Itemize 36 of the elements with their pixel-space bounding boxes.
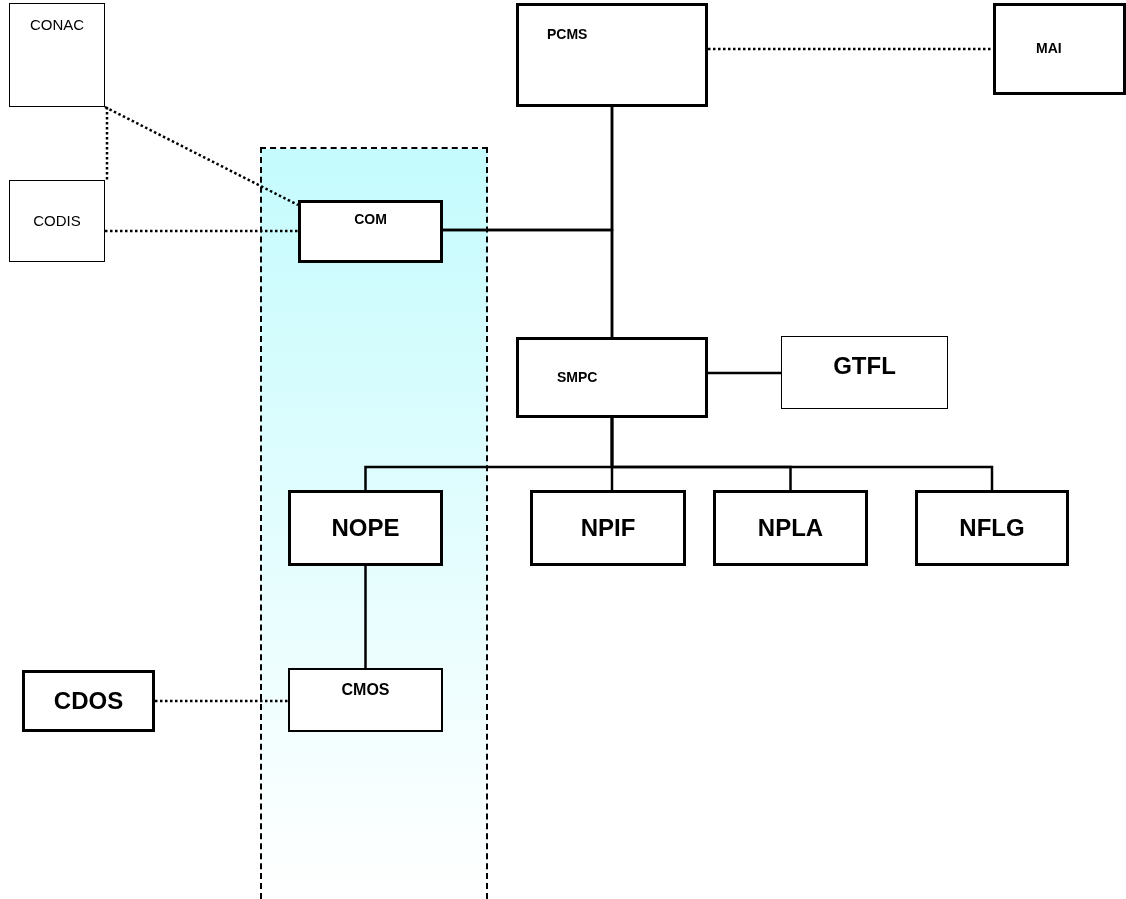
box-label: CDOS (53, 686, 124, 716)
process-box (516, 3, 708, 107)
connector-line (443, 228, 614, 337)
box-label: CONAC (29, 16, 85, 35)
process-box (516, 337, 708, 418)
process-box (993, 3, 1126, 95)
dotted-connector (104, 105, 299, 207)
dotted-connector (105, 107, 109, 180)
process-box (713, 490, 868, 566)
box-label: SMPC (557, 368, 598, 387)
dotted-connector (155, 699, 288, 703)
process-box (9, 180, 105, 262)
process-box (530, 490, 686, 566)
connector-line (708, 371, 781, 375)
process-box (288, 668, 443, 732)
box-label: NFLG (959, 513, 1025, 543)
dotted-connector (708, 47, 993, 51)
process-box (298, 200, 443, 263)
box-label: PCMS (547, 26, 588, 44)
box-label: COM (354, 211, 387, 229)
process-box (9, 3, 105, 107)
process-box (915, 490, 1069, 566)
box-label: GTFL (833, 351, 896, 381)
connector-line (364, 566, 367, 668)
dotted-connector (105, 229, 298, 233)
process-box (22, 670, 155, 732)
box-label: MAI (1036, 40, 1062, 58)
box-label: NPIF (580, 513, 636, 543)
box-label: NPLA (757, 513, 824, 543)
box-label: NOPE (331, 513, 400, 543)
dashed-group-band (260, 147, 488, 899)
connector-line (610, 418, 994, 490)
box-label: CMOS (341, 680, 390, 700)
process-box (781, 336, 948, 409)
box-label: CODIS (33, 211, 81, 231)
process-box (288, 490, 443, 566)
